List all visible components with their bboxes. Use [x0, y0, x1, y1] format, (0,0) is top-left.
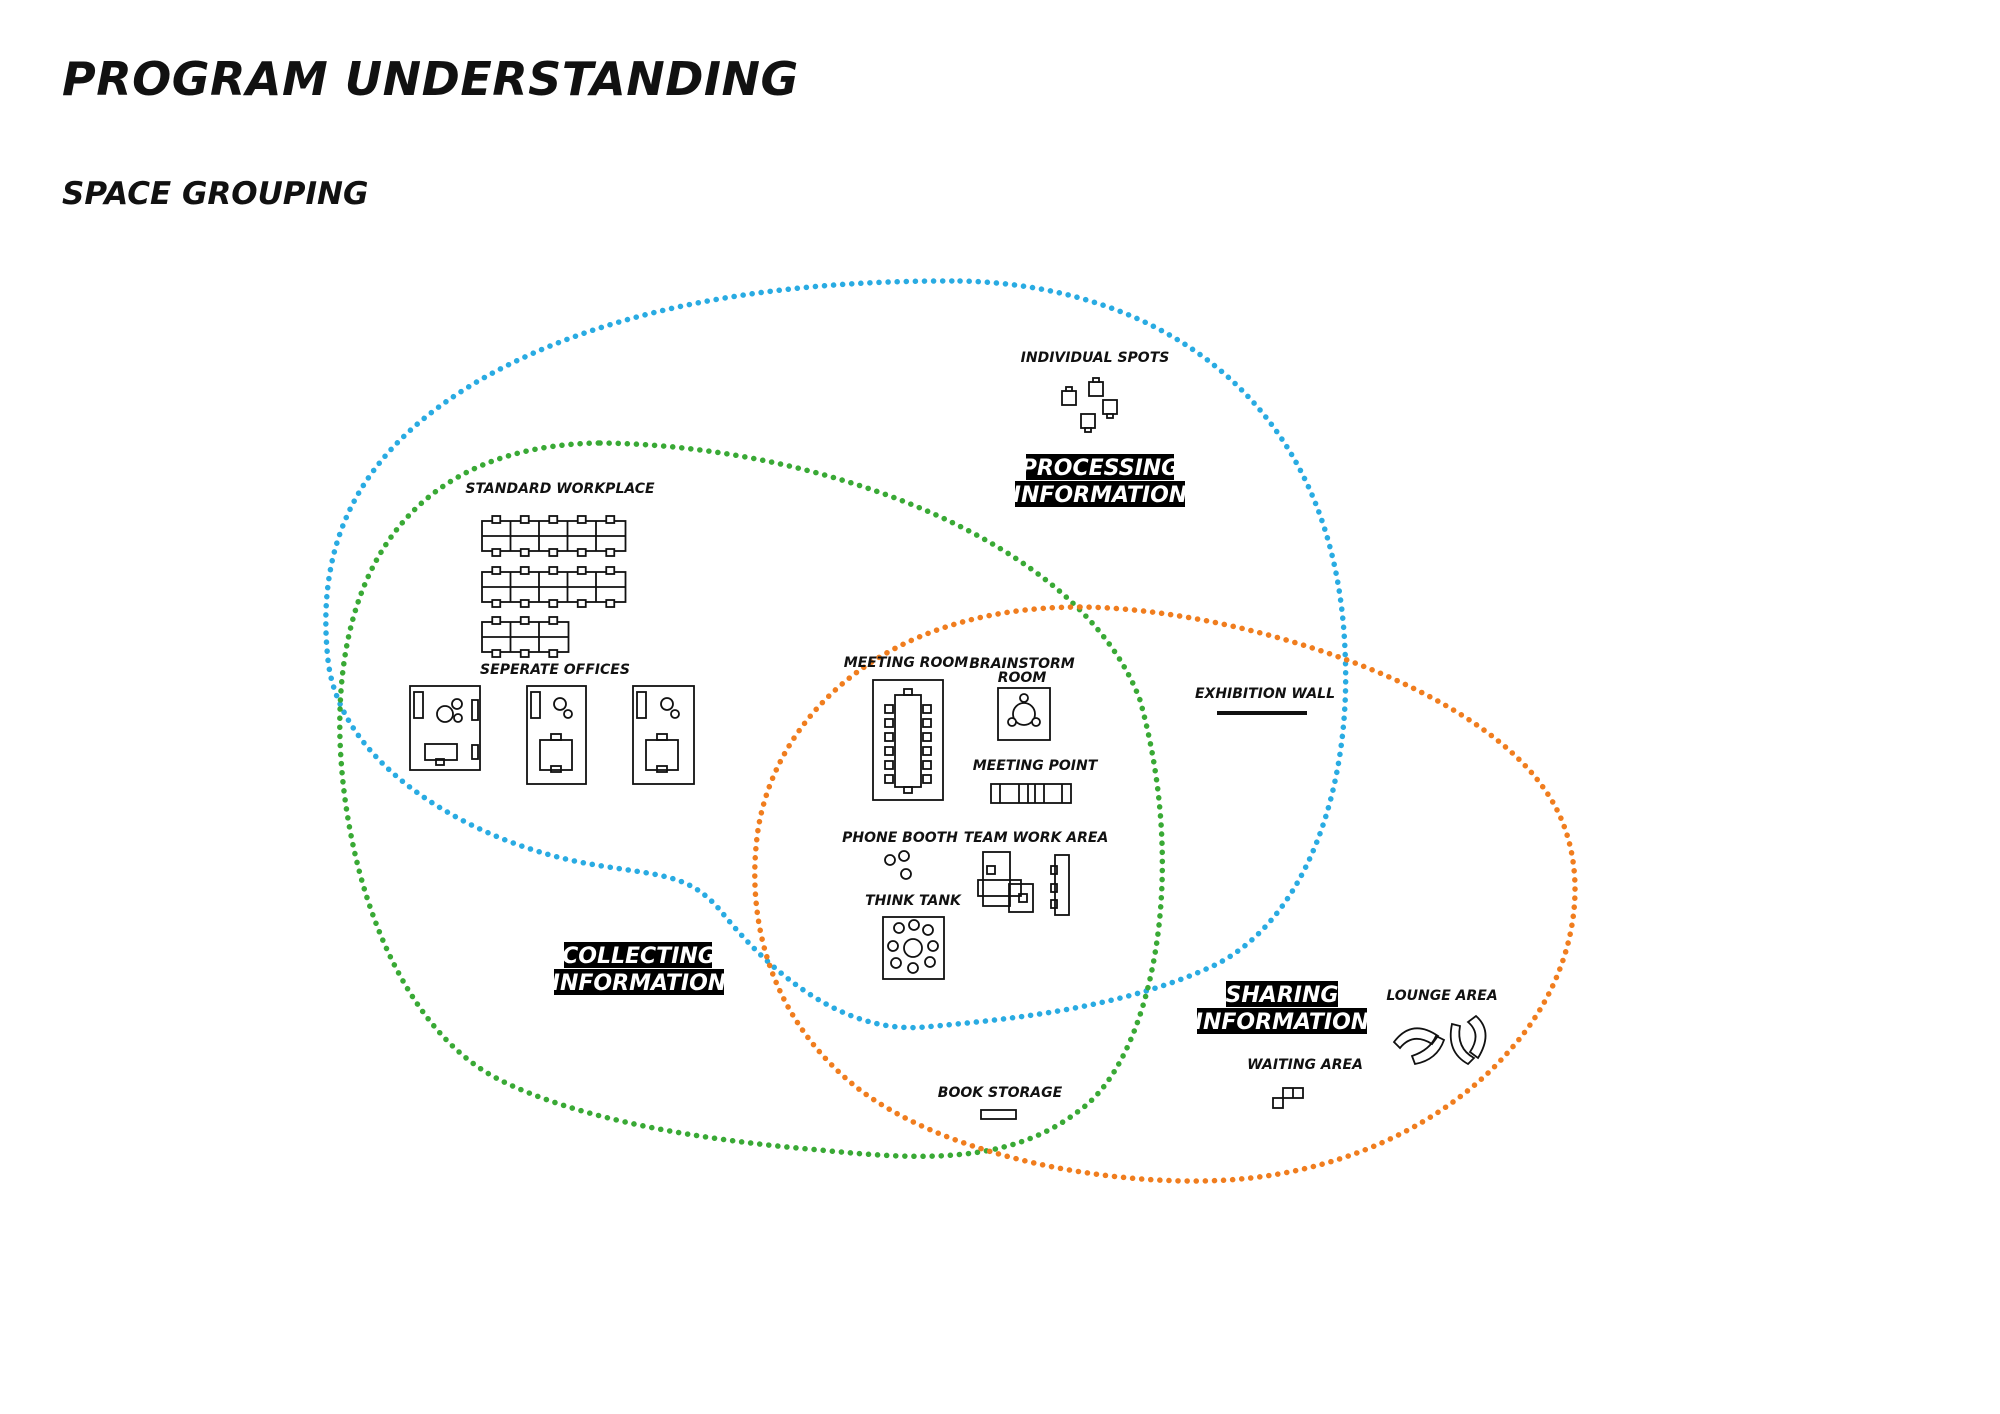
- desk-chair: [605, 515, 616, 524]
- desk-chair: [548, 616, 559, 625]
- desk-chair: [491, 548, 502, 557]
- exhibition-wall-label: EXHIBITION WALL: [1195, 686, 1335, 702]
- collecting-information-heading: COLLECTING INFORMATION: [552, 942, 726, 996]
- brainstorm-room-label-line1: BRAINSTORM: [969, 656, 1075, 672]
- meeting-chair: [922, 774, 932, 784]
- phone-booth-label: PHONE BOOTH: [842, 830, 958, 846]
- desk-chair: [519, 599, 530, 608]
- meeting-point-icon: [990, 783, 1072, 804]
- meeting-room-chairs-icon: [884, 704, 932, 784]
- desk-chair: [548, 548, 559, 557]
- standard-workplace-desks-icon: [481, 515, 627, 658]
- meeting-chair: [884, 704, 894, 714]
- meeting-chair: [884, 718, 894, 728]
- meeting-chair: [922, 760, 932, 770]
- meeting-chair: [922, 704, 932, 714]
- phone-booth-icon: [884, 850, 912, 880]
- page-title: PROGRAM UNDERSTANDING: [62, 52, 799, 106]
- processing-information-heading: PROCESSING INFORMATION: [1013, 454, 1187, 508]
- lounge-area-icon: [1392, 1014, 1487, 1066]
- standard-workplace-label: STANDARD WORKPLACE: [465, 481, 655, 497]
- svg-text:INFORMATION: INFORMATION: [1013, 483, 1187, 508]
- meeting-chair: [884, 760, 894, 770]
- brainstorm-room-icon: [997, 687, 1051, 741]
- desk-chair: [576, 599, 587, 608]
- desk-chair: [576, 566, 587, 575]
- meeting-chair: [922, 732, 932, 742]
- individual-spots-label: INDIVIDUAL SPOTS: [1021, 350, 1170, 366]
- desk-chair: [576, 548, 587, 557]
- desk-chair: [605, 599, 616, 608]
- svg-text:SHARING: SHARING: [1226, 983, 1339, 1008]
- meeting-chair: [922, 718, 932, 728]
- book-storage-label: BOOK STORAGE: [938, 1085, 1063, 1101]
- meeting-chair: [884, 746, 894, 756]
- desk-chair: [576, 515, 587, 524]
- svg-text:PROCESSING: PROCESSING: [1021, 456, 1180, 481]
- book-storage-icon: [980, 1109, 1017, 1120]
- think-tank-label: THINK TANK: [865, 893, 962, 909]
- desk-chair: [605, 548, 616, 557]
- desk-chair: [548, 566, 559, 575]
- collecting-information-boundary: [337, 440, 1166, 1160]
- svg-text:INFORMATION: INFORMATION: [1195, 1010, 1369, 1035]
- desk-chair: [605, 566, 616, 575]
- waiting-area-icon: [1272, 1087, 1304, 1109]
- waiting-area-label: WAITING AREA: [1247, 1057, 1363, 1073]
- meeting-chair: [884, 774, 894, 784]
- brainstorm-room-label-line2: ROOM: [998, 670, 1047, 686]
- desk-chair: [519, 616, 530, 625]
- desk-chair: [491, 616, 502, 625]
- desk-chair: [491, 599, 502, 608]
- desk-chair: [491, 649, 502, 658]
- lounge-area-label: LOUNGE AREA: [1386, 988, 1497, 1004]
- desk-chair: [519, 548, 530, 557]
- meeting-chair: [884, 732, 894, 742]
- meeting-chair: [922, 746, 932, 756]
- individual-spots-icon: [1061, 377, 1118, 433]
- desk-chair: [519, 566, 530, 575]
- desk-chair: [519, 515, 530, 524]
- processing-information-boundary: [323, 278, 1349, 1031]
- meeting-room-label: MEETING ROOM: [844, 655, 968, 671]
- think-tank-icon: [882, 916, 945, 980]
- svg-text:COLLECTING: COLLECTING: [562, 944, 716, 969]
- meeting-room-icon: [872, 679, 944, 801]
- desk-chair: [548, 649, 559, 658]
- team-work-area-label: TEAM WORK AREA: [964, 830, 1109, 846]
- meeting-point-label: MEETING POINT: [973, 758, 1099, 774]
- seperate-offices-icon: [409, 685, 695, 785]
- desk-chair: [548, 515, 559, 524]
- sharing-information-boundary: [752, 604, 1578, 1184]
- desk-chair: [491, 566, 502, 575]
- team-work-area-icon: [977, 851, 1070, 916]
- desk-chair: [548, 599, 559, 608]
- desk-chair: [519, 649, 530, 658]
- page-subtitle: SPACE GROUPING: [62, 176, 369, 212]
- sharing-information-heading: SHARING INFORMATION: [1195, 981, 1369, 1035]
- svg-text:INFORMATION: INFORMATION: [552, 971, 726, 996]
- seperate-offices-label: SEPERATE OFFICES: [480, 662, 630, 678]
- desk-chair: [491, 515, 502, 524]
- exhibition-wall-icon: [1217, 711, 1307, 715]
